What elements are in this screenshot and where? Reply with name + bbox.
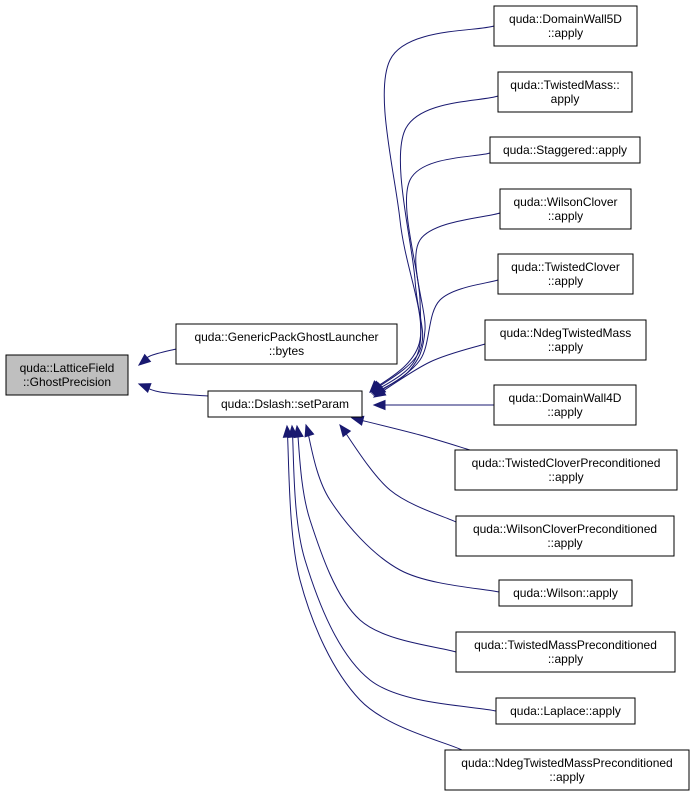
node-staggered-apply[interactable]: quda::Staggered::apply bbox=[489, 136, 641, 164]
edge-generic-pack-ghost-launcher-bytes-to-ghost-precision bbox=[137, 348, 177, 366]
node-label-line: ::apply bbox=[548, 209, 583, 223]
edge-arrowhead bbox=[282, 424, 294, 438]
node-box[interactable] bbox=[489, 136, 641, 164]
node-label-line: quda::Dslash::setParam bbox=[221, 397, 349, 411]
node-twistedmass-apply[interactable]: quda::TwistedMass::apply bbox=[497, 71, 633, 113]
node-label-line: ::apply bbox=[548, 274, 583, 288]
node-label-line: quda::WilsonClover bbox=[513, 195, 617, 209]
edge-wilson-apply-to-dslash-setparam bbox=[304, 423, 500, 593]
node-wilsonclover-apply[interactable]: quda::WilsonClover::apply bbox=[499, 188, 632, 230]
node-label-line: quda::Staggered::apply bbox=[503, 143, 627, 157]
edge-arrowhead bbox=[372, 386, 387, 398]
node-box[interactable] bbox=[498, 579, 633, 607]
node-label-line: ::apply bbox=[548, 26, 583, 40]
node-box[interactable] bbox=[5, 354, 129, 396]
node-wilsoncloverpreconditioned-apply[interactable]: quda::WilsonCloverPreconditioned::apply bbox=[455, 515, 675, 557]
node-box[interactable] bbox=[495, 697, 636, 725]
node-label-line: quda::DomainWall5D bbox=[509, 12, 622, 26]
node-label-line: ::bytes bbox=[269, 344, 304, 358]
edge-ndegtwistedmass-apply-to-dslash-setparam bbox=[372, 343, 486, 398]
node-domainwall4d-apply[interactable]: quda::DomainWall4D::apply bbox=[493, 384, 637, 426]
node-box[interactable] bbox=[455, 515, 675, 557]
node-box[interactable] bbox=[497, 71, 633, 113]
node-label-line: quda::NdegTwistedMassPreconditioned bbox=[461, 756, 672, 770]
node-label-line: quda::NdegTwistedMass bbox=[500, 326, 631, 340]
node-box[interactable] bbox=[484, 319, 647, 361]
node-box[interactable] bbox=[493, 384, 637, 426]
edge-line bbox=[373, 343, 486, 398]
node-label-line: ::apply bbox=[548, 652, 583, 666]
node-label-line: quda::TwistedMassPreconditioned bbox=[474, 638, 657, 652]
node-label-line: ::GhostPrecision bbox=[23, 375, 111, 389]
edge-arrowhead bbox=[304, 423, 315, 438]
node-ndegtwistedmasspreconditioned-apply[interactable]: quda::NdegTwistedMassPreconditioned::app… bbox=[444, 749, 690, 791]
edge-line bbox=[369, 25, 495, 393]
node-label-line: ::apply bbox=[547, 536, 582, 550]
edge-dslash-setparam-to-ghost-precision bbox=[137, 383, 209, 397]
node-wilson-apply[interactable]: quda::Wilson::apply bbox=[498, 579, 633, 607]
edge-line bbox=[351, 417, 471, 451]
node-label-line: ::apply bbox=[548, 470, 583, 484]
node-label-line: quda::LatticeField bbox=[20, 361, 115, 375]
node-label-line: quda::TwistedMass:: bbox=[510, 78, 619, 92]
node-box[interactable] bbox=[499, 188, 632, 230]
node-label-line: ::apply bbox=[549, 770, 584, 784]
edge-domainwall4d-apply-to-dslash-setparam bbox=[372, 399, 494, 411]
node-ghost-precision[interactable]: quda::LatticeField::GhostPrecision bbox=[5, 354, 129, 396]
node-label-line: ::apply bbox=[547, 405, 582, 419]
edge-arrowhead bbox=[137, 383, 152, 393]
nodes-layer: quda::LatticeField::GhostPrecisionquda::… bbox=[5, 5, 690, 791]
edge-wilsonclover-apply-to-dslash-setparam bbox=[371, 212, 501, 395]
node-label-line: quda::DomainWall4D bbox=[509, 391, 622, 405]
node-twistedcloverpreconditioned-apply[interactable]: quda::TwistedCloverPreconditioned::apply bbox=[454, 449, 678, 491]
edges-layer bbox=[137, 25, 501, 751]
edge-wilsoncloverpreconditioned-apply-to-dslash-setparam bbox=[339, 423, 457, 523]
node-label-line: quda::GenericPackGhostLauncher bbox=[194, 330, 378, 344]
edge-twistedmasspreconditioned-apply-to-dslash-setparam bbox=[293, 424, 457, 653]
edge-line bbox=[372, 212, 501, 395]
node-label-line: quda::TwistedCloverPreconditioned bbox=[472, 456, 661, 470]
edge-arrowhead bbox=[137, 353, 152, 366]
node-box[interactable] bbox=[454, 449, 678, 491]
node-twistedmasspreconditioned-apply[interactable]: quda::TwistedMassPreconditioned::apply bbox=[455, 631, 676, 673]
node-box[interactable] bbox=[497, 253, 634, 295]
node-ndegtwistedmass-apply[interactable]: quda::NdegTwistedMass::apply bbox=[484, 319, 647, 361]
node-domainwall5d-apply[interactable]: quda::DomainWall5D::apply bbox=[493, 5, 638, 47]
edge-arrowhead bbox=[350, 415, 365, 426]
node-dslash-setparam[interactable]: quda::Dslash::setParam bbox=[207, 390, 363, 418]
node-twistedclover-apply[interactable]: quda::TwistedClover::apply bbox=[497, 253, 634, 295]
edge-line bbox=[370, 95, 499, 393]
node-laplace-apply[interactable]: quda::Laplace::apply bbox=[495, 697, 636, 725]
node-label-line: apply bbox=[551, 92, 580, 106]
node-label-line: quda::TwistedClover bbox=[511, 260, 620, 274]
node-box[interactable] bbox=[207, 390, 363, 418]
node-generic-pack-ghost-launcher-bytes[interactable]: quda::GenericPackGhostLauncher::bytes bbox=[175, 323, 398, 365]
edge-line bbox=[291, 425, 497, 712]
edge-twistedcloverpreconditioned-apply-to-dslash-setparam bbox=[350, 415, 471, 451]
node-label-line: quda::Laplace::apply bbox=[510, 704, 621, 718]
node-box[interactable] bbox=[444, 749, 690, 791]
node-box[interactable] bbox=[493, 5, 638, 47]
node-label-line: quda::Wilson::apply bbox=[513, 586, 618, 600]
edge-line bbox=[286, 425, 463, 751]
node-label-line: ::apply bbox=[548, 340, 583, 354]
edge-line bbox=[339, 424, 457, 523]
node-box[interactable] bbox=[175, 323, 398, 365]
edge-ndegtwistedmasspreconditioned-apply-to-dslash-setparam bbox=[282, 424, 463, 751]
edge-arrowhead bbox=[339, 423, 352, 438]
edge-line bbox=[296, 425, 457, 653]
edge-arrowhead bbox=[372, 399, 386, 411]
edge-line bbox=[373, 279, 499, 396]
edge-line bbox=[305, 424, 500, 593]
node-box[interactable] bbox=[455, 631, 676, 673]
node-label-line: quda::WilsonCloverPreconditioned bbox=[473, 522, 657, 536]
